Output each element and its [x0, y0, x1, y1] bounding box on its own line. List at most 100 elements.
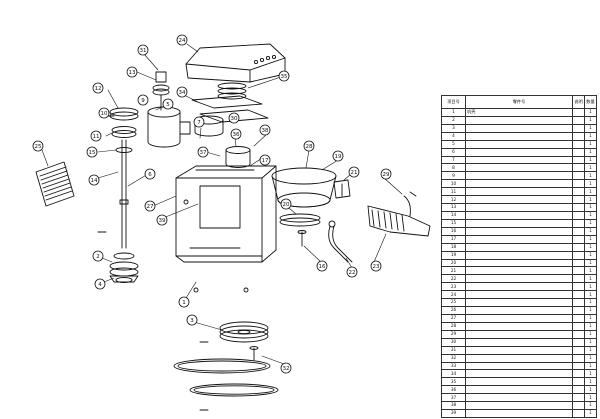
callout-31: 31 — [137, 44, 149, 56]
cell-note — [572, 298, 585, 308]
svg-text:1: 1 — [182, 300, 186, 306]
callout-29: 29 — [380, 168, 392, 180]
callout-38: 38 — [259, 124, 271, 136]
callout-2: 2 — [92, 250, 104, 262]
cell-note — [572, 131, 585, 141]
cell-part-name — [465, 187, 573, 197]
svg-text:5: 5 — [166, 102, 170, 108]
callout-7: 7 — [193, 116, 205, 128]
cell-qty: 1 — [584, 298, 597, 308]
cell-part-name — [465, 345, 573, 355]
cell-part-name — [465, 203, 573, 212]
callout-19: 19 — [332, 150, 344, 162]
cell-item-no: 3 — [441, 123, 466, 133]
cell-item-no: 24 — [441, 290, 466, 300]
cell-qty: 1 — [584, 250, 597, 260]
svg-text:7: 7 — [197, 120, 201, 126]
cell-qty: 1 — [584, 321, 597, 331]
cell-item-no: 38 — [441, 401, 466, 411]
svg-text:2: 2 — [96, 254, 100, 260]
cell-note — [572, 115, 585, 125]
table-header-row: 项目号 零件号 说明 数量 — [441, 95, 597, 109]
support-plate — [279, 213, 321, 227]
cell-qty: 1 — [584, 409, 597, 418]
lower-pulley-stack — [109, 252, 139, 283]
cell-qty: 1 — [584, 361, 597, 371]
callout-36: 36 — [230, 128, 242, 140]
drive-pulley — [219, 321, 269, 343]
cell-part-name — [465, 210, 573, 220]
svg-text:32: 32 — [283, 366, 290, 372]
cell-item-no: 16 — [441, 226, 466, 236]
cell-note — [572, 274, 585, 284]
cell-note — [572, 147, 585, 157]
cell-item-no: 33 — [441, 361, 466, 371]
cell-qty: 1 — [584, 155, 597, 165]
leader-lines — [41, 43, 403, 365]
cell-item-no: 13 — [441, 203, 466, 212]
cell-qty: 1 — [584, 313, 597, 323]
callout-3: 3 — [186, 314, 198, 326]
cell-part-name — [465, 369, 573, 379]
cell-qty: 1 — [584, 108, 597, 117]
svg-text:28: 28 — [306, 144, 313, 150]
cell-qty: 1 — [584, 234, 597, 244]
callout-21: 21 — [348, 166, 360, 178]
cell-part-name — [465, 163, 573, 173]
cell-note — [572, 234, 585, 244]
cell-note — [572, 210, 585, 220]
svg-text:12: 12 — [95, 86, 102, 92]
cell-note — [572, 266, 585, 276]
callout-13: 13 — [126, 66, 138, 78]
callout-6: 6 — [144, 168, 156, 180]
cell-part-name — [465, 401, 573, 411]
cell-qty: 1 — [584, 242, 597, 252]
gear-block — [194, 115, 251, 168]
cell-item-no: 32 — [441, 353, 466, 363]
small-bolt — [249, 346, 259, 361]
cell-note — [572, 361, 585, 371]
callout-16: 16 — [316, 260, 328, 272]
svg-text:36: 36 — [233, 132, 240, 138]
cell-part-name — [465, 115, 573, 125]
v-belt — [173, 358, 279, 397]
svg-text:9: 9 — [141, 98, 145, 104]
cell-item-no: 7 — [441, 155, 466, 165]
header-qty: 数量 — [584, 95, 597, 109]
cell-part-name — [465, 195, 573, 205]
cell-qty: 1 — [584, 282, 597, 292]
top-bracket — [191, 95, 269, 123]
cell-part-name — [465, 179, 573, 189]
svg-text:39: 39 — [159, 218, 166, 224]
cell-item-no: 5 — [441, 139, 466, 149]
cell-item-no: 37 — [441, 393, 466, 403]
callout-14: 14 — [88, 174, 100, 186]
cell-note — [572, 369, 585, 379]
cell-qty: 1 — [584, 306, 597, 315]
cell-note — [572, 377, 585, 387]
top-cover — [185, 43, 286, 83]
callout-5: 5 — [162, 98, 174, 110]
cell-qty: 1 — [584, 147, 597, 157]
cell-qty: 1 — [584, 210, 597, 220]
cell-note — [572, 329, 585, 339]
cell-note — [572, 385, 585, 395]
svg-text:14: 14 — [91, 178, 98, 184]
cell-part-name — [465, 361, 573, 371]
cell-qty: 1 — [584, 187, 597, 197]
